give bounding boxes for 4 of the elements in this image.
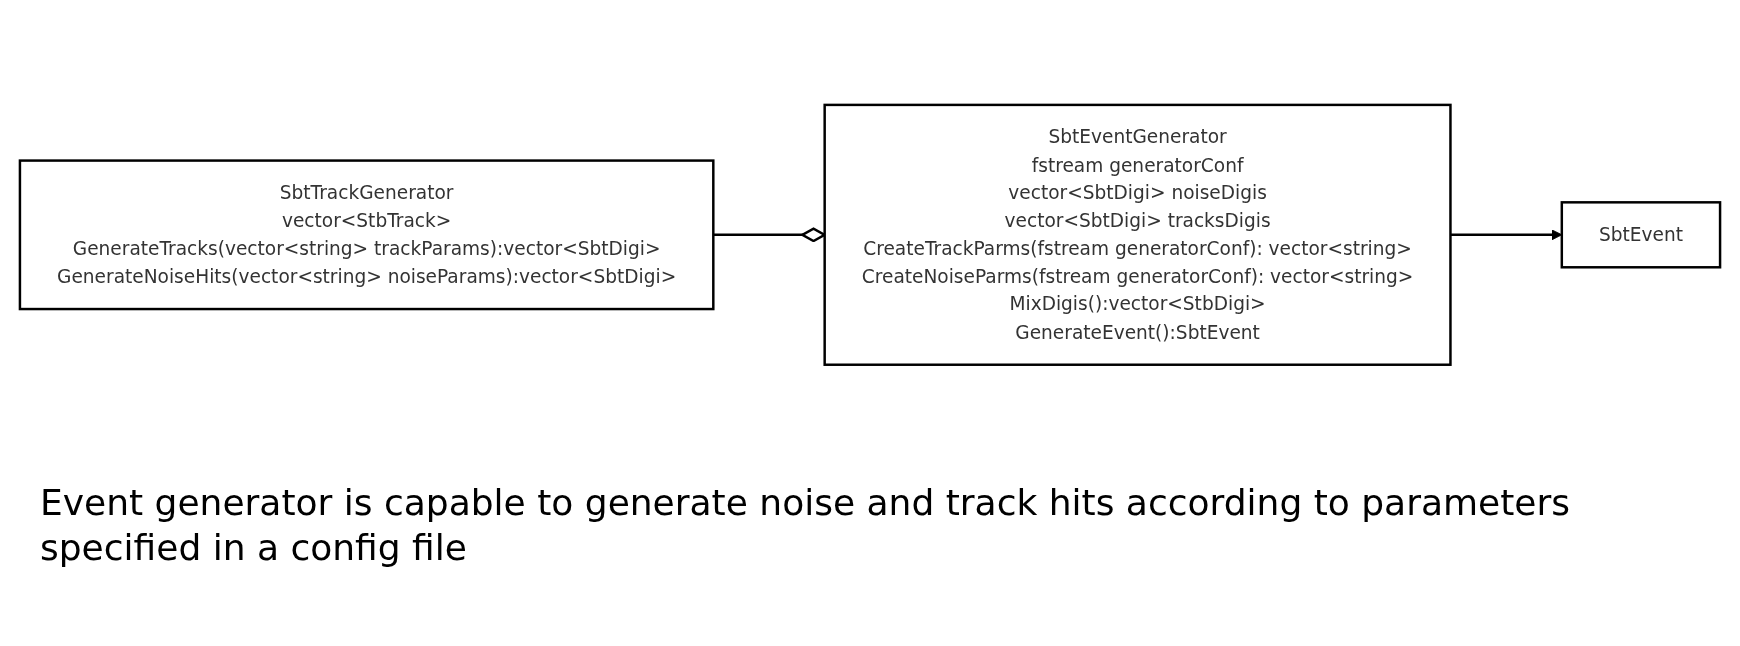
node-box: SbtEventGenerator fstream generatorConf vector<SbtDigi> noiseDigis vector<SbtDigi> tracksDigis CreateTrackParms(fstream generatorConf): vector<string> CreateNoiseParms(fstream generatorConf): vector<string> MixDigis():vector<StbDigi> GenerateEvent():SbtEvent xyxy=(823,103,1452,367)
note-text: Event generator is capable to generate noise and track hits according to parameters specified in a config file xyxy=(40,481,1572,570)
node-box: SbtEvent xyxy=(1560,201,1722,269)
node-box: SbtTrackGenerator vector<StbTrack> GenerateTracks(vector<string> trackParams):vector<SbtDigi> GenerateNoiseHits(vector<string> noiseParams):vector<SbtDigi> xyxy=(18,159,715,311)
